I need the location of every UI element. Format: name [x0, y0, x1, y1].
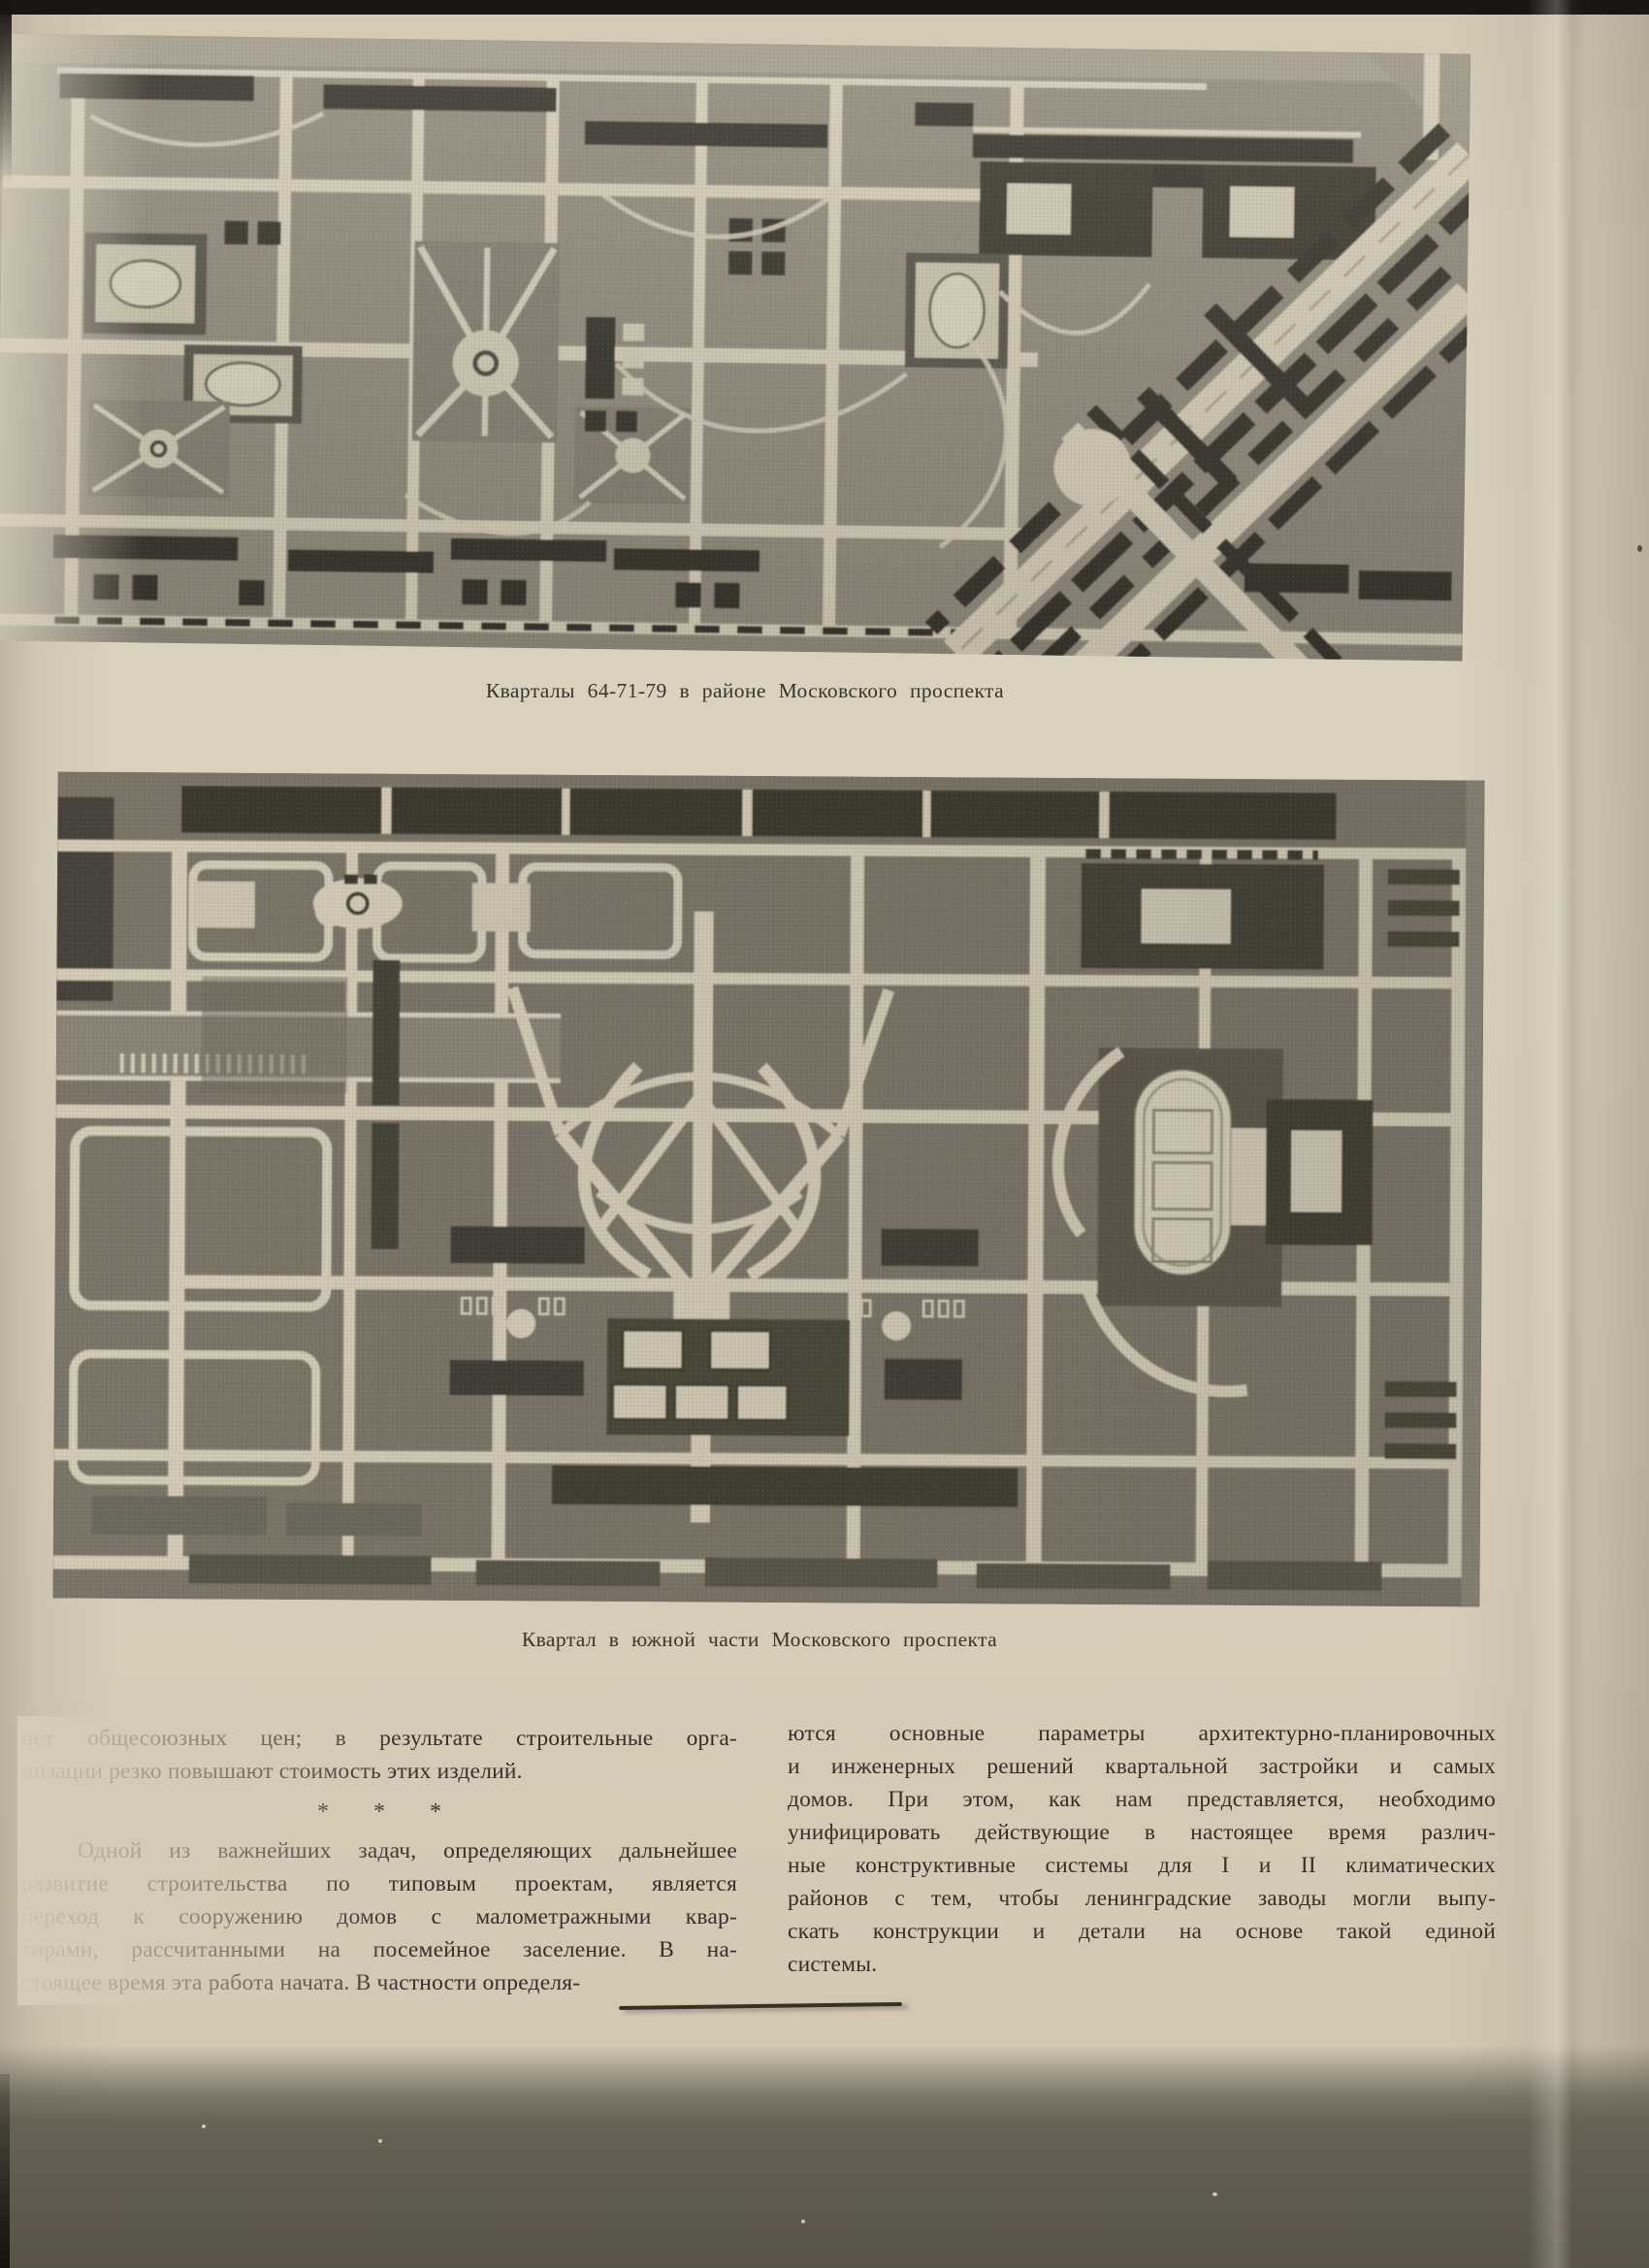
text-line: скать конструкции и детали на основе так… — [788, 1919, 1496, 1944]
text-line: ные конструктивные системы для I и II кл… — [788, 1853, 1496, 1878]
upper-plan-figure — [0, 33, 1471, 662]
lower-plan-figure — [52, 771, 1485, 1607]
text-line: ются основные параметры архитектурно-пла… — [788, 1721, 1496, 1746]
text-line: районов с тем, чтобы ленинградские завод… — [788, 1886, 1496, 1911]
scan-corner-shadow — [0, 2074, 10, 2268]
section-separator: * * * — [317, 1799, 461, 1825]
text-line: стоящее время эта работа начата. В частн… — [21, 1970, 581, 1995]
scan-speck — [801, 2219, 805, 2223]
text-line: домов. При этом, как нам представляется,… — [788, 1787, 1496, 1812]
text-line: унифицировать действующие в настоящее вр… — [788, 1820, 1496, 1845]
text-line: переход к сооружению домов с малометражн… — [21, 1904, 737, 1929]
text-line: тирами, рассчитанными на посемейное засе… — [21, 1937, 737, 1962]
text-line: Одной из важнейших задач, определяющих д… — [78, 1838, 737, 1863]
text-column-right: ются основные параметры архитектурно-пла… — [788, 1717, 1496, 1981]
text-column-left: нет общесоюзных цен; в результате строит… — [17, 1716, 741, 2005]
page-fold-crease — [1528, 0, 1586, 2268]
scan-top-edge — [0, 0, 1649, 15]
site-plan-lower-image — [52, 771, 1485, 1607]
text-line: низации резко повышают стоимость этих из… — [21, 1759, 523, 1784]
scan-speck — [1637, 545, 1642, 552]
text-line: нет общесоюзных цен; в результате строит… — [21, 1726, 737, 1751]
text-line: и инженерных решений квартальной застрой… — [788, 1754, 1496, 1779]
scan-speck — [378, 2139, 382, 2143]
figure-caption: Квартал в южной части Московского проспе… — [521, 1628, 998, 1651]
text-line: системы. — [788, 1952, 878, 1977]
scan-speck — [202, 2124, 206, 2128]
site-plan-upper-image — [0, 33, 1471, 662]
scan-speck — [1212, 2192, 1217, 2196]
text-line: развитие строительства по типовым проект… — [21, 1871, 737, 1896]
scan-left-edge — [0, 0, 12, 184]
scan-bottom-shadow — [0, 2045, 1649, 2268]
figure-caption: Кварталы 64-71-79 в районе Московского п… — [485, 679, 1005, 702]
footer-rule — [618, 2001, 903, 2011]
